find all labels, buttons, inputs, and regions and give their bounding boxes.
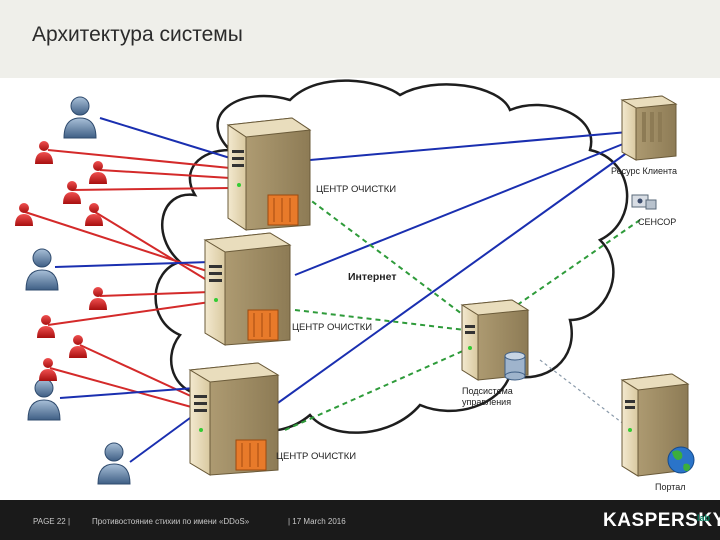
attacker-icon <box>69 335 87 358</box>
legit-user-icon-4 <box>97 442 131 485</box>
legit-user-icon-1 <box>63 96 97 139</box>
architecture-diagram: ЦЕНТР ОЧИСТКИ ЦЕНТР ОЧИСТКИ ЦЕНТР ОЧИСТК… <box>15 79 695 492</box>
legit-lines <box>54 117 629 463</box>
center-label-1: ЦЕНТР ОЧИСТКИ <box>316 184 396 195</box>
attacker-icon <box>15 203 33 226</box>
footer-subject: Противостояние стихии по имени «DDoS» <box>92 517 250 526</box>
header-bar: Архитектура системы <box>0 0 720 78</box>
attacker-icons <box>15 141 107 381</box>
control-lines <box>284 195 641 431</box>
database-icon <box>504 351 526 381</box>
scrubbing-center-server-3 <box>188 362 280 476</box>
attacker-icon <box>39 358 57 381</box>
attacker-icon <box>35 141 53 164</box>
attacker-icon <box>89 287 107 310</box>
legit-user-icon-3 <box>27 378 61 421</box>
scrubbing-center-server-1 <box>226 117 312 231</box>
sensor-device <box>631 194 657 210</box>
mgmt-label-1: Подсистема <box>462 386 513 396</box>
center-label-3: ЦЕНТР ОЧИСТКИ <box>276 451 356 462</box>
client-resource-label: Ресурс Клиента <box>611 166 677 176</box>
client-resource-server <box>620 95 678 161</box>
legit-user-icon-2 <box>25 248 59 291</box>
attacker-icon <box>85 203 103 226</box>
mgmt-label-2: управления <box>462 397 511 407</box>
slide-title: Архитектура системы <box>32 23 243 46</box>
diagram-stage: ЦЕНТР ОЧИСТКИ ЦЕНТР ОЧИСТКИ ЦЕНТР ОЧИСТК… <box>0 78 720 500</box>
scrubbing-center-server-2 <box>203 232 292 346</box>
kaspersky-logo-suffix: lab <box>697 513 711 523</box>
attacker-icon <box>37 315 55 338</box>
footer-date: | 17 March 2016 <box>288 517 346 526</box>
kaspersky-logo: KASPERSKY <box>603 510 720 531</box>
attacker-icon <box>63 181 81 204</box>
attacker-icon <box>89 161 107 184</box>
internet-label: Интернет <box>348 271 396 283</box>
footer-page: PAGE 22 | <box>33 517 71 526</box>
portal-label: Портал <box>655 482 686 492</box>
footer-bar: PAGE 22 | Противостояние стихии по имени… <box>0 500 720 540</box>
center-label-2: ЦЕНТР ОЧИСТКИ <box>292 322 372 333</box>
sensor-label: СЕНСОР <box>638 217 676 227</box>
globe-icon <box>667 446 695 474</box>
